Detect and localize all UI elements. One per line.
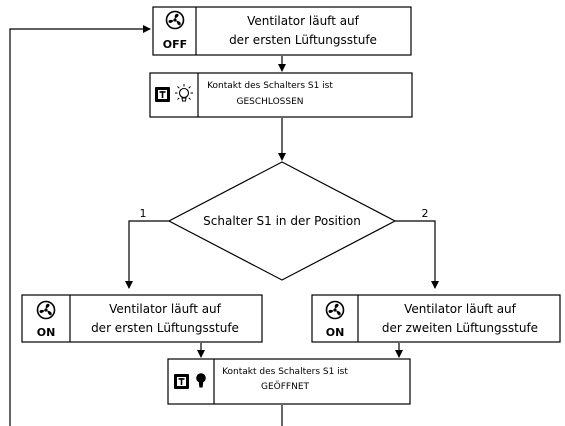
bulb-on-icon bbox=[196, 373, 206, 388]
step5-line1: Kontakt des Schalters S1 ist bbox=[222, 367, 348, 377]
fan-off-icon: OFF bbox=[163, 10, 187, 51]
fan-on-icon: ON bbox=[36, 300, 56, 339]
step4-line2: der zweiten Lüftungsstufe bbox=[382, 321, 538, 335]
step3-line2: der ersten Lüftungsstufe bbox=[91, 321, 239, 335]
bulb-off-icon bbox=[175, 84, 193, 102]
decision-label: Schalter S1 in der Position bbox=[203, 214, 361, 228]
fan-on-icon: ON bbox=[325, 300, 345, 339]
fan-off-badge: OFF bbox=[163, 38, 187, 51]
step2-line2: GESCHLOSSEN bbox=[236, 97, 303, 107]
step-fan-off-first-stage: OFF Ventilator läuft auf der ersten Lüft… bbox=[152, 6, 412, 56]
step1-line1: Ventilator läuft auf bbox=[247, 14, 360, 28]
step-fan-on-first-stage: ON Ventilator läuft auf der ersten Lüftu… bbox=[21, 294, 263, 343]
step-contact-closed: Kontakt des Schalters S1 ist GESCHLOSSEN bbox=[149, 72, 413, 118]
connectors bbox=[9, 25, 439, 426]
step3-line1: Ventilator läuft auf bbox=[109, 302, 222, 316]
decision-switch-position: Schalter S1 in der Position 1 2 bbox=[140, 161, 429, 281]
step-contact-open: Kontakt des Schalters S1 ist GEÖFFNET bbox=[167, 358, 411, 405]
step2-line1: Kontakt des Schalters S1 ist bbox=[207, 81, 333, 91]
switch-icon bbox=[174, 374, 189, 389]
step4-line1: Ventilator läuft auf bbox=[404, 302, 517, 316]
decision-branch-right-label: 2 bbox=[422, 207, 429, 220]
branch-right-line bbox=[395, 220, 439, 289]
step1-line2: der ersten Lüftungsstufe bbox=[229, 33, 377, 47]
switch-icon bbox=[155, 87, 170, 102]
loop-back-line bbox=[9, 25, 151, 426]
step5-line2: GEÖFFNET bbox=[261, 381, 310, 392]
decision-branch-left-label: 1 bbox=[140, 207, 147, 220]
fan-on-badge: ON bbox=[326, 326, 345, 339]
step-fan-on-second-stage: ON Ventilator läuft auf der zweiten Lüft… bbox=[311, 294, 561, 343]
fan-on-badge: ON bbox=[37, 326, 56, 339]
branch-left-line bbox=[125, 220, 169, 289]
